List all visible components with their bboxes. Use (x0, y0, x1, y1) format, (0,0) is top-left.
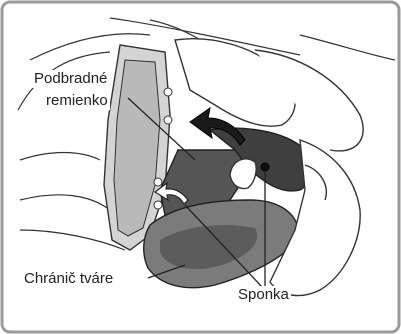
clip-hole (261, 163, 269, 171)
chin-strap-label-line2: remienko (44, 92, 110, 110)
clip-label: Sponka (236, 286, 291, 304)
face-guard-label: Chránič tváre (22, 270, 115, 288)
chin-strap-label-line1: Podbradné (32, 70, 109, 88)
